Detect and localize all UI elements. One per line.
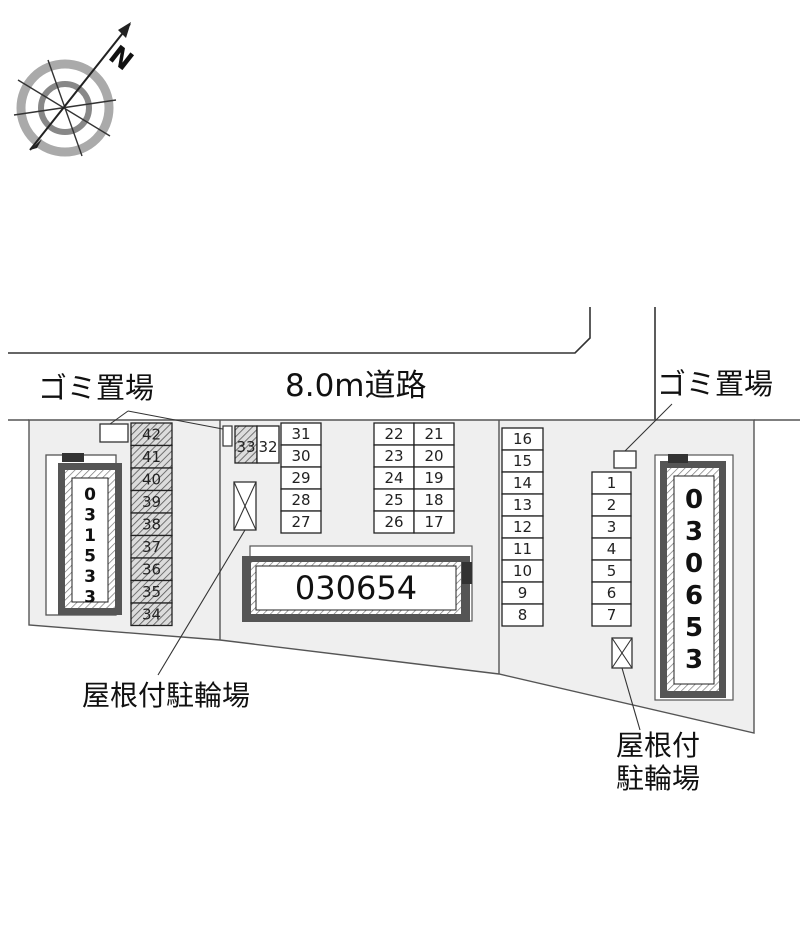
parking-space-number: 30 <box>291 447 310 465</box>
building-digit: 0 <box>685 485 703 515</box>
parking-space-number: 41 <box>142 448 161 466</box>
parking-space-number: 23 <box>384 447 403 465</box>
parking-space-number: 11 <box>513 540 532 558</box>
parking-space-number: 33 <box>236 438 255 456</box>
parking-space <box>130 602 173 627</box>
parking-space <box>413 510 455 534</box>
building-digit: 0 <box>685 549 703 579</box>
parking-space-number: 2 <box>607 496 617 514</box>
parking-space-number: 42 <box>142 425 161 443</box>
building-digit: 1 <box>84 526 96 546</box>
parking-space-number: 15 <box>513 452 532 470</box>
parking-space-number: 36 <box>142 560 161 578</box>
bike-label-center: 屋根付駐輪場 <box>82 679 250 712</box>
parking-column-1-7: 1 2 3 4 5 6 7 <box>591 471 632 627</box>
parking-space-number: 28 <box>291 491 310 509</box>
parking-column-22-26: 22 23 24 25 26 <box>373 422 415 534</box>
parking-space-number: 32 <box>258 438 277 456</box>
bike-label-right-1: 屋根付 <box>616 729 700 762</box>
parking-space-number: 3 <box>607 518 617 536</box>
parking-space-number: 21 <box>424 425 443 443</box>
parking-space-number: 39 <box>142 493 161 511</box>
parking-space-number: 14 <box>513 474 532 492</box>
parking-space-number: 22 <box>384 425 403 443</box>
parking-space-number: 31 <box>291 425 310 443</box>
parking-space <box>256 425 280 464</box>
bike-label-right-2: 駐輪場 <box>616 762 700 795</box>
bike-shelter-center: 屋根付駐輪場 <box>82 481 257 712</box>
parking-space-number: 37 <box>142 538 161 556</box>
parking-space-number: 29 <box>291 469 310 487</box>
parking-space <box>501 603 544 627</box>
parking-space-number: 4 <box>607 540 617 558</box>
building-digit: 0 <box>84 485 96 505</box>
parking-space <box>591 603 632 627</box>
building-digit: 3 <box>84 588 96 608</box>
building-digit: 3 <box>84 506 96 526</box>
parking-space-number: 26 <box>384 513 403 531</box>
parking-space-number: 10 <box>513 562 532 580</box>
parking-space-number: 13 <box>513 496 532 514</box>
parking-column-16-8: 16 15 14 13 12 11 10 9 8 <box>501 427 544 627</box>
garbage-box-small <box>222 425 233 447</box>
parking-space-number: 16 <box>513 430 532 448</box>
parking-space-number: 9 <box>518 584 528 602</box>
garbage-label-right: ゴミ置場 <box>657 367 773 401</box>
parking-space-number: 19 <box>424 469 443 487</box>
parking-space-number: 25 <box>384 491 403 509</box>
parking-column-left: 42 41 40 39 38 37 36 35 34 <box>130 422 173 627</box>
parking-space-number: 35 <box>142 583 161 601</box>
parking-space-number: 5 <box>607 562 617 580</box>
building-digit: 3 <box>685 645 703 675</box>
parking-space-number: 38 <box>142 515 161 533</box>
parking-column-21-17: 21 20 19 18 17 <box>413 422 455 534</box>
parking-space-number: 12 <box>513 518 532 536</box>
building-digit: 6 <box>685 581 703 611</box>
garbage-area-right: ゴミ置場 <box>613 367 773 469</box>
garbage-label-left: ゴミ置場 <box>38 371 154 405</box>
building-030654: 030654 <box>242 545 473 622</box>
parking-space-number: 40 <box>142 470 161 488</box>
building-digit: 3 <box>685 517 703 547</box>
parking-space-number: 18 <box>424 491 443 509</box>
building-number-030654: 030654 <box>295 569 417 607</box>
road-label: 8.0m道路 <box>285 368 427 404</box>
parking-space-number: 8 <box>518 606 528 624</box>
building-digit: 5 <box>84 547 96 567</box>
parking-space-number: 6 <box>607 584 617 602</box>
garbage-area-left: ゴミ置場 <box>38 371 229 443</box>
north-label: N <box>103 40 139 77</box>
bike-shelter-right: 屋根付 駐輪場 <box>611 637 700 795</box>
parking-space-number: 24 <box>384 469 403 487</box>
parking-space-number: 27 <box>291 513 310 531</box>
parking-space-number: 17 <box>424 513 443 531</box>
building-digit: 3 <box>84 567 96 587</box>
parking-space <box>280 510 322 534</box>
parking-space-number: 1 <box>607 474 617 492</box>
road: 8.0m道路 <box>8 307 656 420</box>
compass-icon: N <box>13 22 139 157</box>
parking-space-number: 34 <box>142 605 161 623</box>
building-digit: 5 <box>685 613 703 643</box>
parking-space-number: 20 <box>424 447 443 465</box>
parking-column-31-27: 31 30 29 28 27 <box>280 422 322 534</box>
parking-space-number: 7 <box>607 606 617 624</box>
